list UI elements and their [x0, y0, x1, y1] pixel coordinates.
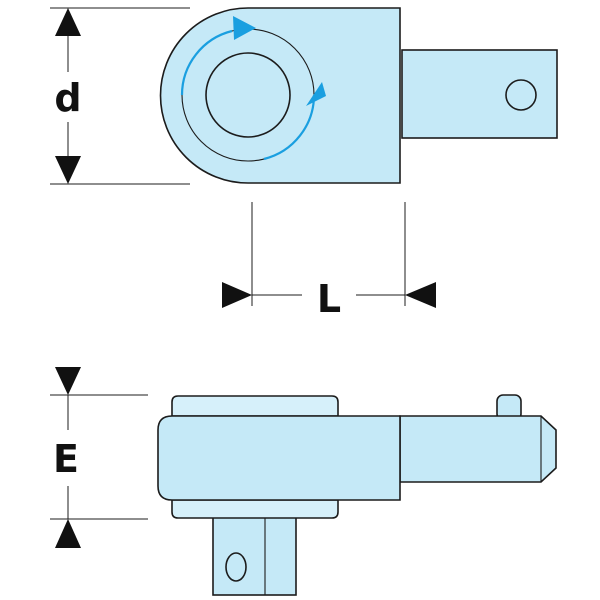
rotation-arc-bottom — [263, 94, 316, 161]
dim-d-arrow-up-icon — [55, 8, 81, 36]
dim-L-label: L — [317, 277, 341, 321]
side-view-head-top-lip — [171, 395, 339, 417]
dim-L-arrow-right-icon — [405, 282, 436, 308]
dim-E-arrow-up-icon — [55, 519, 81, 548]
side-view-drive — [212, 514, 297, 596]
top-view-shank — [401, 49, 558, 139]
top-view-shank-hole — [505, 79, 537, 111]
dim-d-arrow-down-icon — [55, 156, 81, 184]
top-view: d L — [50, 7, 558, 321]
side-view-drive-hole — [225, 552, 247, 582]
dim-E-arrow-down-icon — [55, 367, 81, 395]
side-view-shank — [399, 415, 557, 483]
dim-d-label: d — [54, 76, 81, 120]
top-view-head — [159, 7, 401, 184]
side-view: E — [50, 367, 557, 596]
dim-L-arrow-left-icon — [222, 282, 252, 308]
side-view-head — [157, 415, 401, 501]
dim-E-label: E — [53, 437, 79, 481]
rotation-arrow-top-icon — [233, 16, 256, 40]
side-view-head-bottom-lip — [171, 499, 339, 519]
rotation-arc-top — [180, 29, 233, 96]
rotation-arrow-bottom-icon — [306, 82, 326, 106]
top-view-ratchet-ring-bore — [205, 52, 291, 138]
